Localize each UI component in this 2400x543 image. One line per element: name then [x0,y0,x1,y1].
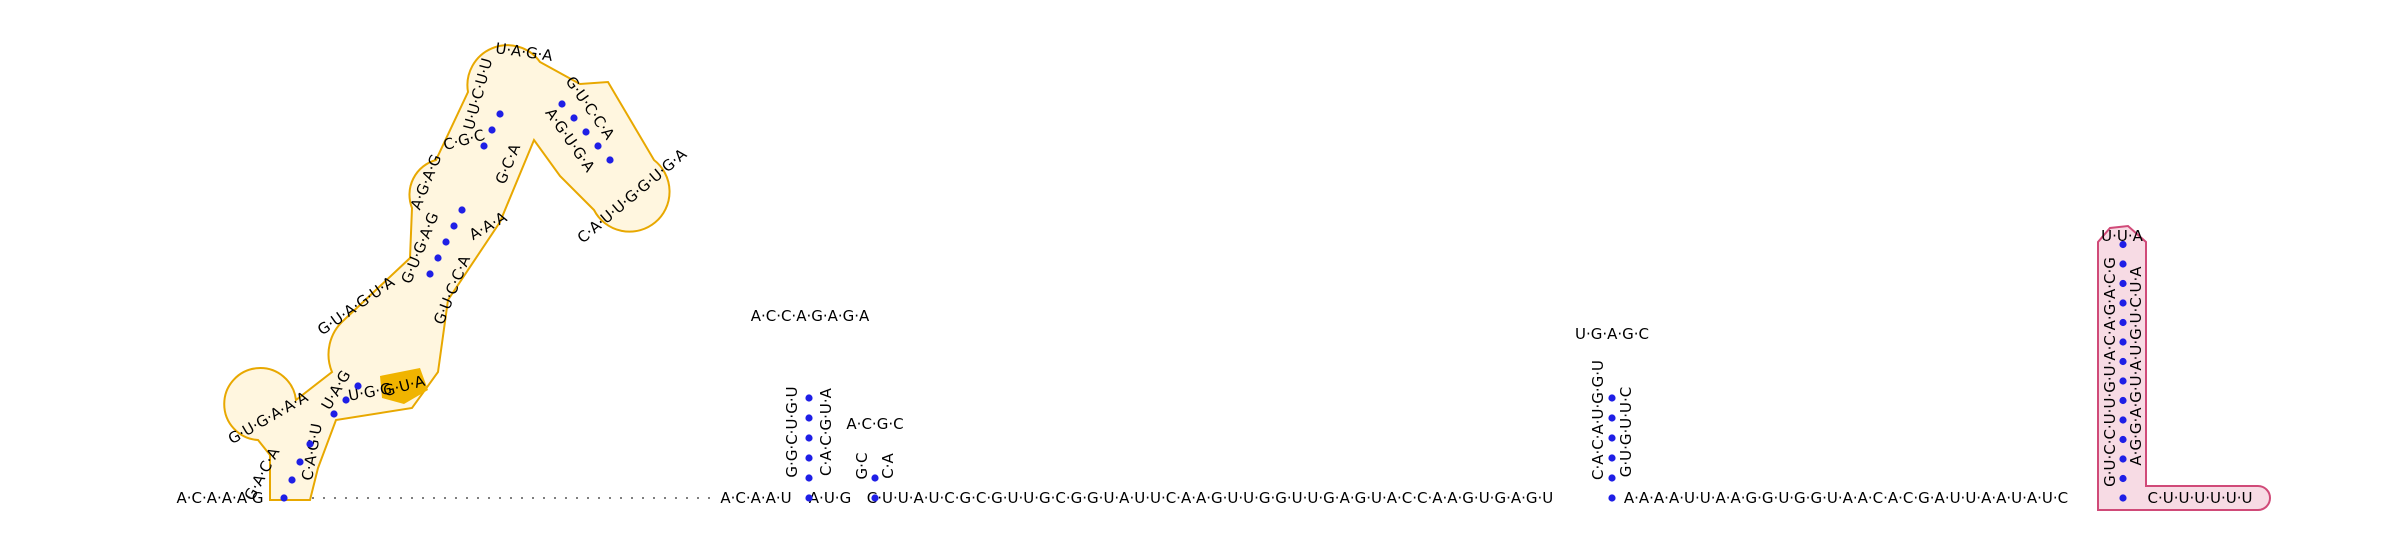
base-pair-dot [871,474,879,482]
pink-hairpin-outline [2097,224,2271,511]
base-pair-dot [496,110,504,118]
base-pair-dot [2119,338,2127,346]
base-pair-dot [1608,414,1616,422]
base-pair-dot [342,396,350,404]
gold-domain-outline [223,44,671,501]
base-pair-dot [2119,260,2127,268]
seq-between-h2-h3: A·U·G [809,489,851,507]
base-pair-dot [2119,474,2127,483]
base-pair-dot [280,494,288,502]
base-pair-dot [434,254,442,262]
gold-highlight-patch [380,368,428,404]
h4-left-strand: C·A·C·A·U·G·G·U [1589,360,1607,480]
base-pair-dot [458,206,466,214]
h5-right-strand: A·G·G·A·G·U·A·U·G·U·C·U·A [2127,266,2145,466]
base-pair-dot [805,454,813,462]
seq-segment-after-gap: A·C·A·A·U [720,489,791,507]
base-pair-dot [480,142,488,150]
h3-loop: A·C·G·C [846,415,903,433]
h2-left-strand: G·G·C·U·G·U [783,386,801,477]
base-pair-dot [2119,318,2127,327]
base-pair-dot [330,410,338,418]
h3-left-strand: G·C [853,453,871,480]
base-pair-dot [426,270,434,278]
base-pair-dot [1608,474,1616,482]
pink-hairpin-outline-path [2097,224,2271,511]
hairpin-4: C·A·C·A·U·G·G·U G·U·G·U·U·C U·G·A·G·C [1575,325,1649,480]
base-pair-dot [1608,434,1616,442]
hairpin-5: G·U·C·C·U·U·G·U·A·C·A·G·A·C·G A·G·G·A·G·… [2101,227,2145,487]
seq-after-h4: A·A·A·A·U·U·A·A·G·G·U·G·G·U·A·A·C·A·C·G·… [1624,489,2068,507]
base-pair-dot [2119,299,2127,307]
base-pair-dots [280,100,2127,502]
base-pair-dot [871,494,879,502]
base-pair-dot [2119,396,2127,405]
base-pair-dot [2119,455,2127,463]
h2-loop: A·C·C·A·G·A·G·A [751,307,870,325]
base-pair-dot [1608,494,1616,502]
base-pair-dot [488,126,496,134]
base-pair-dot [2119,279,2127,288]
base-pair-dot [296,458,304,466]
base-pair-dot [805,494,813,502]
base-pair-dot [805,394,813,402]
h2-right-strand: C·A·C·G·U·A [817,387,835,476]
gold-domain-outline-path [223,44,671,501]
base-pair-dot [1608,394,1616,402]
h3-right-strand: C·A [879,453,897,479]
base-pair-dot [805,474,813,482]
base-pair-dot [2119,435,2127,444]
base-pair-dot [570,114,578,122]
base-pair-dot [805,434,813,442]
base-pair-dot [1608,454,1616,462]
base-pair-dot [2119,377,2127,385]
base-pair-dot [288,476,296,484]
base-pair-dot [606,156,614,164]
hairpin-2: G·G·C·U·G·U C·A·C·G·U·A A·C·C·A·G·A·G·A [751,307,870,478]
base-pair-dot [2119,494,2127,502]
base-pair-dot [306,440,314,448]
base-pair-dot [594,142,602,150]
base-pair-dot [558,100,566,108]
h4-loop: U·G·A·G·C [1575,325,1649,343]
base-pair-dot [805,414,813,422]
h5-loop: U·U·A [2101,227,2143,245]
base-pair-dot [442,238,450,246]
base-pair-dot [2119,416,2127,424]
base-pair-dot [450,222,458,230]
base-pair-dot [2119,357,2127,366]
base-pair-dot [354,382,362,390]
seq-five-prime: A·C·A·A·A·G [177,489,264,507]
h4-right-strand: G·U·G·U·U·C [1617,387,1635,478]
hairpin-3: G·C C·A A·C·G·C [846,415,903,479]
base-pair-dot [2119,240,2127,249]
h5-left-strand: G·U·C·C·U·U·G·U·A·C·A·G·A·C·G [2101,257,2119,487]
seq-long-linker: C·U·U·A·U·C·G·C·G·U·U·G·C·G·G·U·A·U·U·C·… [867,489,1553,507]
seq-three-prime-tail: C·U·U·U·U·U·U [2148,489,2253,507]
base-pair-dot [582,128,590,136]
